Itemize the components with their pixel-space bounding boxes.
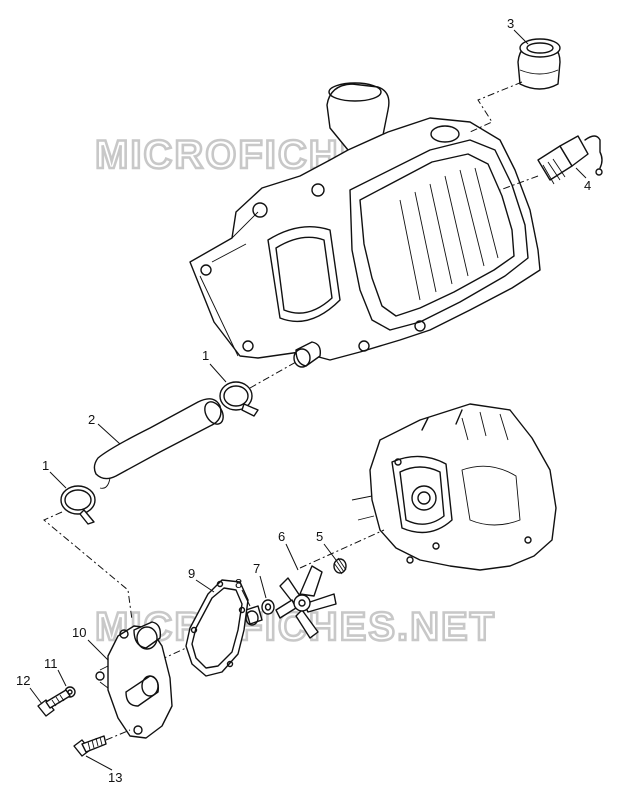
- callout-9-label: 9: [188, 566, 195, 581]
- callout-2-label: 2: [88, 412, 95, 427]
- callout-1-upper: 1: [202, 348, 227, 383]
- callout-10-label: 10: [72, 625, 86, 640]
- callout-2: 2: [88, 412, 121, 445]
- callout-12-label: 12: [16, 673, 30, 688]
- callout-3: 3: [507, 16, 529, 45]
- leader-4-dash: [499, 175, 539, 191]
- callout-13-label: 13: [108, 770, 122, 785]
- leader-3-dash: [469, 81, 523, 133]
- callout-11: 11: [44, 656, 67, 687]
- clamp-to-cover-dash: [43, 511, 133, 621]
- callout-3-label: 3: [507, 16, 514, 31]
- cylinder-head-assembly: [189, 82, 541, 368]
- axis-to-crankcase-dash: [299, 529, 385, 569]
- hose-clamp-lower: [60, 485, 96, 525]
- clamp-to-head-dash: [249, 361, 297, 389]
- callout-5: 5: [316, 529, 337, 561]
- callout-7: 7: [253, 561, 267, 599]
- crankcase-half: [351, 403, 557, 571]
- callout-7-label: 7: [253, 561, 260, 576]
- callout-1-lower-label: 1: [42, 458, 49, 473]
- hose-clamp-upper: [219, 381, 259, 417]
- callout-6-label: 6: [278, 529, 285, 544]
- thermostat-housing: [517, 38, 561, 90]
- callout-6: 6: [278, 529, 299, 571]
- coolant-hose: [93, 398, 224, 489]
- cover-bolt-short: [37, 689, 71, 717]
- callout-1-upper-label: 1: [202, 348, 209, 363]
- callout-13: 13: [85, 755, 122, 785]
- watermark-bottom: MICROFICHES.NET: [95, 605, 496, 649]
- callout-10: 10: [72, 625, 109, 661]
- callout-9: 9: [188, 566, 215, 593]
- callout-4: 4: [575, 167, 591, 193]
- mechanical-seal: [245, 605, 263, 626]
- washer: [261, 599, 275, 615]
- callout-11-label: 11: [44, 656, 58, 671]
- seal-spring: [333, 557, 347, 575]
- pump-cover-gasket: [185, 579, 249, 677]
- callout-4-label: 4: [584, 178, 591, 193]
- water-pump-impeller: [275, 565, 337, 639]
- cover-bolt-long: [73, 735, 107, 757]
- temperature-sensor: [537, 135, 603, 185]
- callout-5-label: 5: [316, 529, 323, 544]
- water-pump-cover: [95, 621, 173, 739]
- callout-12: 12: [16, 673, 43, 705]
- callout-1-lower: 1: [42, 458, 67, 489]
- callout-8-label: 8: [235, 576, 242, 591]
- callout-8: 8: [235, 576, 251, 607]
- bolt13-dash: [105, 729, 131, 741]
